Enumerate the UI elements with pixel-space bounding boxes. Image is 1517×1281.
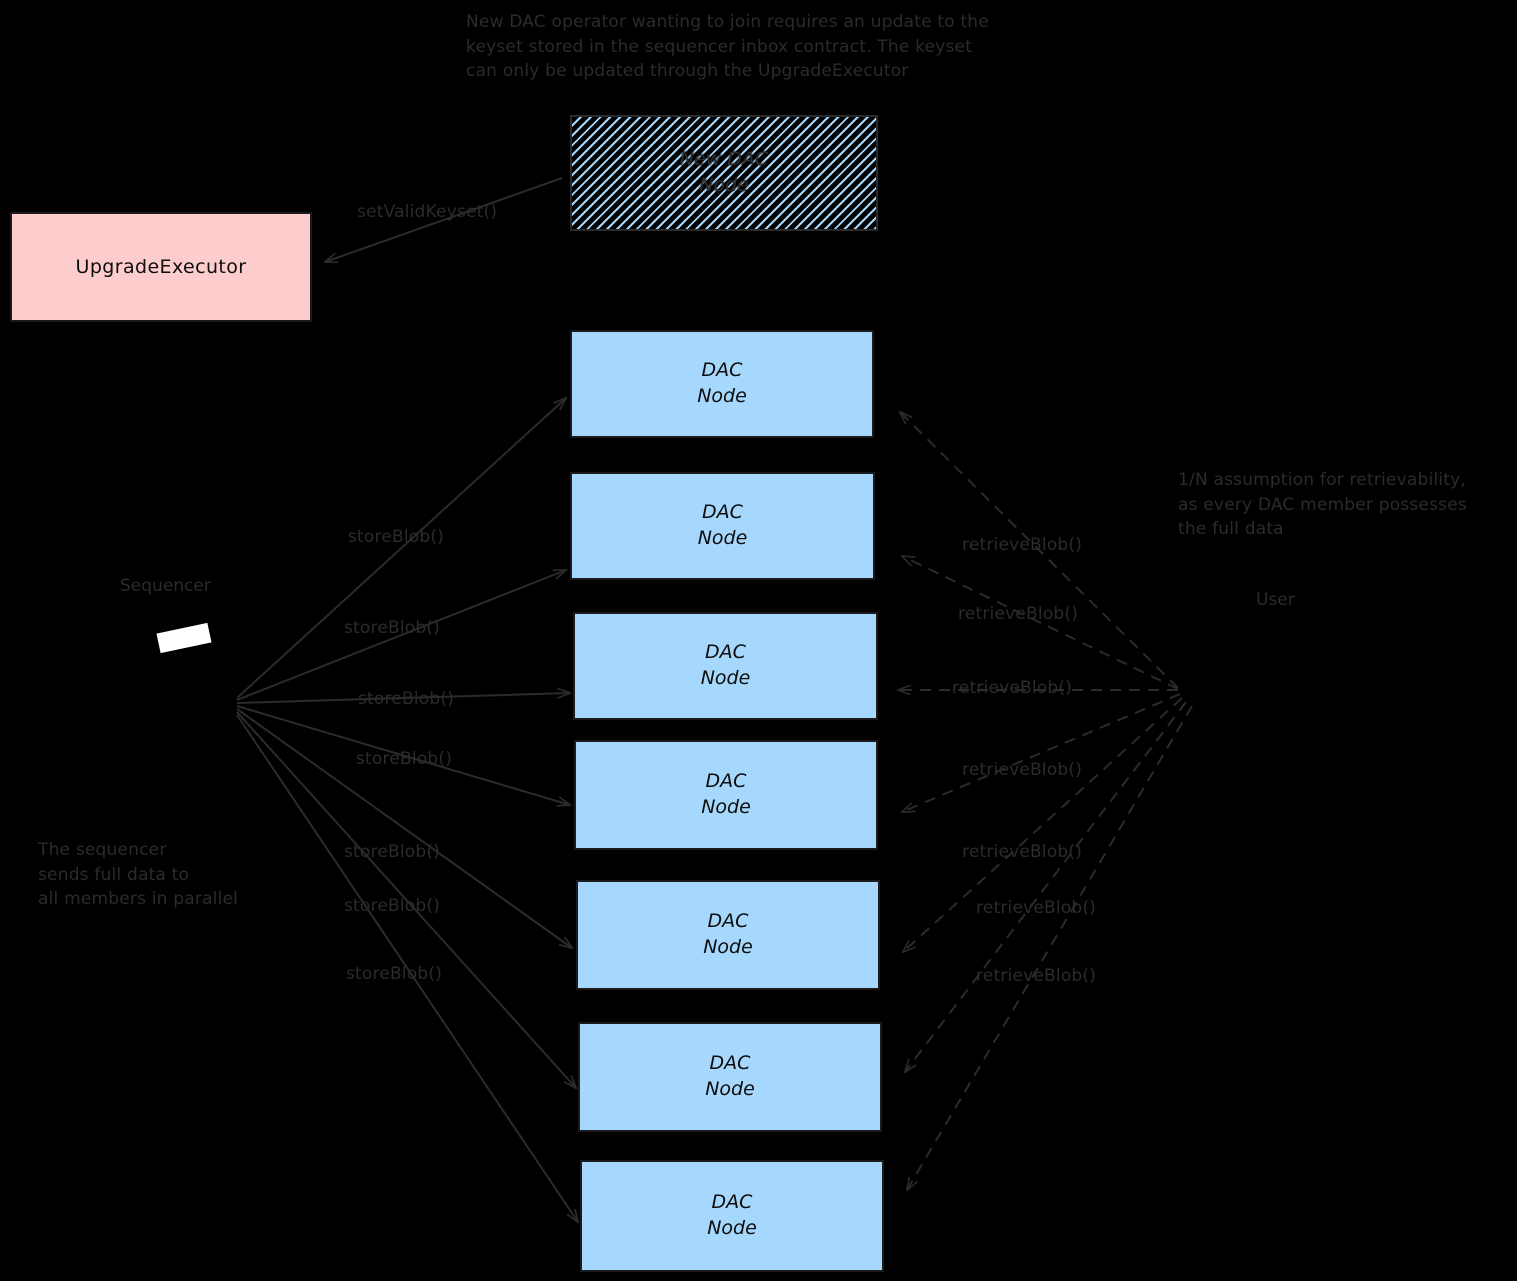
edge-label-retrieve-blob: retrieveBlob()	[976, 898, 1097, 918]
dac-node-line2: Node	[707, 1217, 757, 1239]
edge-label-store-blob: storeBlob()	[356, 749, 453, 769]
dac-node-box[interactable]: DAC Node	[580, 1160, 884, 1272]
new-dac-node-line2: Node	[699, 174, 749, 196]
new-dac-node-line1: New DAC	[679, 148, 769, 171]
dac-node-line1: DAC	[702, 501, 743, 524]
edge-label-retrieve-blob: retrieveBlob()	[976, 966, 1097, 986]
edge-group-store-blob	[236, 396, 580, 1224]
dac-node-box[interactable]: DAC Node	[578, 1022, 882, 1132]
dac-node-box[interactable]: DAC Node	[573, 612, 878, 720]
dac-node-box[interactable]: DAC Node	[576, 880, 880, 990]
edge-group-retrieve-blob	[896, 410, 1193, 1192]
dac-node-line1: DAC	[707, 910, 749, 933]
dac-node-line1: DAC	[701, 359, 743, 382]
edge-label-retrieve-blob: retrieveBlob()	[952, 678, 1073, 698]
edge-label-store-blob: storeBlob()	[344, 896, 441, 916]
annotation-top-note: New DAC operator wanting to join require…	[466, 12, 989, 82]
dac-node-line2: Node	[700, 667, 751, 689]
dac-node-box[interactable]: DAC Node	[574, 740, 878, 850]
dac-node-line2: Node	[705, 1078, 755, 1100]
edge-label-store-blob: storeBlob()	[348, 527, 445, 547]
dac-node-line2: Node	[701, 796, 751, 818]
dac-node-line2: Node	[697, 385, 747, 407]
edge-label-retrieve-blob: retrieveBlob()	[962, 535, 1083, 555]
edge-label-store-blob: storeBlob()	[344, 618, 441, 638]
dac-node-line1: DAC	[711, 1191, 753, 1214]
user-label: User	[1256, 590, 1295, 610]
new-dac-node-box[interactable]: New DAC Node	[570, 115, 878, 231]
dac-node-box[interactable]: DAC Node	[570, 330, 874, 438]
dac-node-line2: Node	[703, 936, 753, 958]
edge-label-store-blob: storeBlob()	[346, 964, 443, 984]
annotation-left-note: The sequencer sends full data to all mem…	[38, 840, 239, 910]
sequencer-label: Sequencer	[120, 576, 211, 596]
dac-node-line1: DAC	[705, 641, 746, 664]
edge-label-store-blob: storeBlob()	[344, 842, 441, 862]
dac-node-line1: DAC	[709, 1052, 751, 1075]
sequencer-shape[interactable]	[156, 622, 212, 654]
edge-label-retrieve-blob: retrieveBlob()	[962, 760, 1083, 780]
edge-label-retrieve-blob: retrieveBlob()	[962, 842, 1083, 862]
dac-node-box[interactable]: DAC Node	[570, 472, 875, 580]
upgrade-executor-box[interactable]: UpgradeExecutor	[10, 212, 312, 322]
dac-node-line2: Node	[697, 527, 748, 549]
dac-node-line1: DAC	[705, 770, 747, 793]
edge-label-set-valid-keyset: setValidKeyset()	[357, 202, 498, 222]
edge-label-retrieve-blob: retrieveBlob()	[958, 604, 1079, 624]
edge-label-store-blob: storeBlob()	[358, 689, 455, 709]
upgrade-executor-label: UpgradeExecutor	[75, 256, 247, 278]
annotation-right-note: 1/N assumption for retrievability, as ev…	[1178, 470, 1467, 540]
